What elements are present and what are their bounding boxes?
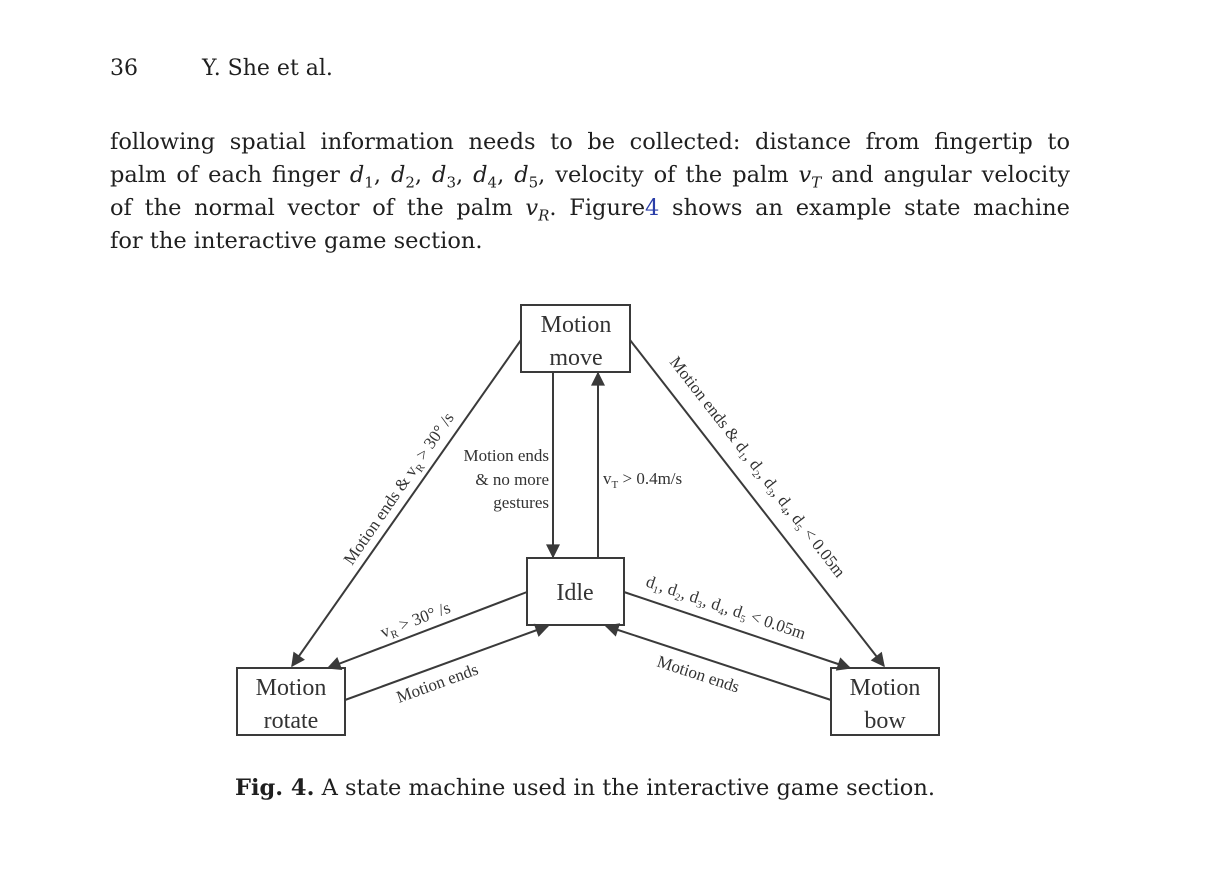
math-d3: d [432,162,447,188]
label-bow-to-idle: Motion ends [655,652,742,697]
label-line: Motion ends [464,446,549,465]
paragraph-line-4: for the interactive game section. [110,228,483,254]
header-authors: Y. She et al. [202,56,333,81]
math-vT: v [798,162,812,188]
arrow-bow-to-idle [604,623,832,701]
text-run: shows an example state machine [659,195,1070,221]
math-sub: 2 [405,173,415,192]
math-sep: , [373,162,391,188]
math-d4: d [473,162,488,188]
paragraph-line-1: following spatial information needs to b… [110,129,1070,155]
running-header: 36 Y. She et al. [110,56,333,81]
math-sep: , [414,162,433,188]
state-idle: Idle [526,557,625,626]
math-sep: , [456,162,474,188]
text-run: palm of each finger [110,162,350,188]
state-label: Motion [850,675,921,701]
label-idle-to-move: vT > 0.4m/s [603,469,682,491]
label-rest: > 30° /s [410,409,458,467]
text-run: . Figure [549,195,646,221]
label-var: Motion ends & v [340,462,422,568]
state-label: rotate [264,708,319,734]
math-sep: , [497,162,515,188]
paragraph-line-2: palm of each finger d1, d2, d3, d4, d5, … [110,159,1070,192]
state-label: Idle [556,580,593,606]
math-sub: R [538,206,550,225]
math-sub: 1 [364,173,374,192]
state-label: move [549,345,602,371]
math-sub: T [811,173,822,192]
math-d5: d [514,162,529,188]
state-motion-move: Motion move [520,304,631,373]
math-sub: 5 [528,173,539,192]
state-motion-bow: Motion bow [830,667,940,736]
caption-text: A state machine used in the interactive … [314,775,935,801]
arrow-rotate-to-idle [344,623,550,701]
arrow-move-to-bow [629,339,885,668]
math-d2: d [390,162,406,188]
label-line: gestures [493,493,549,512]
state-motion-rotate: Motion rotate [236,667,346,736]
state-label: Motion [256,675,327,701]
label-move-to-rotate: Motion ends & vR > 30° /s [340,409,461,570]
label-rest: > 30° /s [392,598,452,636]
label-sub: R [389,627,401,641]
math-sub: 3 [446,173,456,192]
arrow-idle-to-bow [623,591,852,671]
math-sub: 4 [487,173,498,192]
figure-link[interactable]: 4 [645,195,660,221]
label-rest: > 0.4m/s [618,469,682,488]
math-d1: d [349,162,365,188]
figure-caption: Fig. 4. A state machine used in the inte… [0,775,1170,801]
label-move-to-idle: Motion ends & no more gestures [464,446,549,512]
arrow-idle-to-rotate [326,591,528,671]
label-move-to-bow: Motion ends & d₁, d₂, d₃, d₄, d₅ < 0.05m [666,353,850,581]
caption-label: Fig. 4. [235,775,315,801]
math-vR: v [525,195,539,221]
label-idle-to-rotate: vR > 30° /s [378,598,454,645]
state-label: bow [864,708,906,734]
text-run: of the normal vector of the palm [110,195,526,221]
label-sub: T [612,479,619,491]
state-label: Motion [541,312,612,338]
body-paragraph: following spatial information needs to b… [110,126,1070,258]
text-run: , velocity of the palm [538,162,799,188]
arrow-move-to-rotate [291,339,522,668]
label-var: v [603,469,612,488]
label-line: & no more [475,470,549,489]
page-number: 36 [110,56,138,81]
paragraph-line-3: of the normal vector of the palm vR. Fig… [110,192,1070,225]
text-run: and angular velocity [821,162,1070,188]
